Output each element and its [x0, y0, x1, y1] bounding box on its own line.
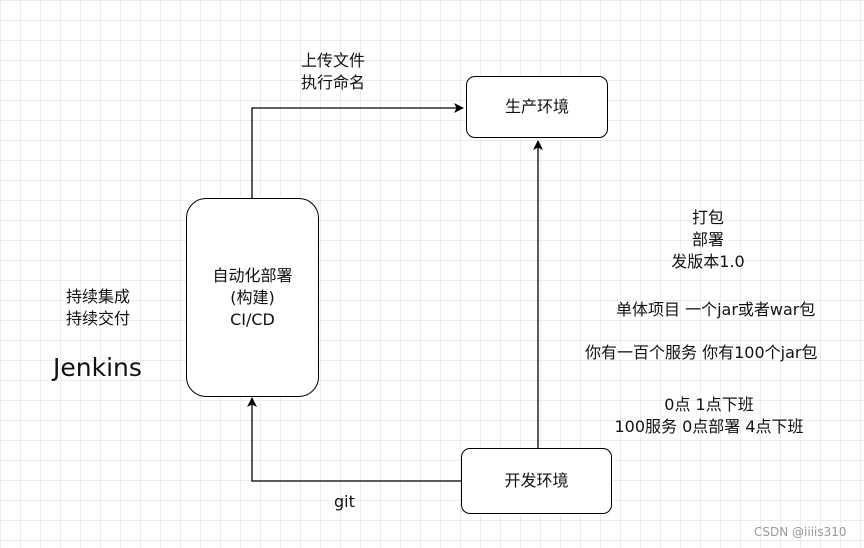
pack-deploy-notes: 打包 部署 发版本1.0 [660, 207, 756, 273]
services-note: 你有一百个服务 你有100个jar包 [585, 343, 818, 362]
execute-command-text: 执行命名 [301, 73, 366, 92]
jenkins-label: Jenkins [53, 353, 142, 382]
monolith-note: 单体项目 一个jar或者war包 [616, 300, 816, 319]
pack-text: 打包 [691, 208, 724, 227]
csdn-watermark: CSDN @iiiis310 [754, 525, 847, 539]
continuous-delivery-text: 持续交付 [66, 309, 131, 328]
production-environment-label: 生产环境 [504, 97, 569, 116]
development-environment-label: 开发环境 [504, 471, 569, 490]
release-version-text: 发版本1.0 [671, 252, 745, 271]
upload-edge-label: 上传文件 执行命名 [301, 50, 365, 94]
deploy-text: 部署 [691, 230, 724, 249]
continuous-notes: 持续集成 持续交付 [66, 286, 130, 330]
automation-build-label: (构建) [230, 287, 275, 307]
git-edge-label: git [334, 492, 355, 511]
production-environment-node[interactable]: 生产环境 [466, 76, 608, 138]
arrow-development-to-automation [247, 397, 462, 482]
development-environment-node[interactable]: 开发环境 [461, 448, 612, 514]
time-notes: 0点 1点下班 100服务 0点部署 4点下班 [604, 394, 814, 438]
automation-deploy-label: 自动化部署 [212, 265, 293, 285]
upload-file-text: 上传文件 [301, 51, 366, 70]
arrow-automation-to-production [251, 103, 464, 198]
time-note-line-1: 0点 1点下班 [664, 395, 754, 414]
automation-deploy-node[interactable]: 自动化部署 (构建) CI/CD [186, 198, 319, 397]
automation-cicd-label: CI/CD [230, 309, 275, 329]
time-note-line-2: 100服务 0点部署 4点下班 [614, 417, 804, 436]
continuous-integration-text: 持续集成 [66, 287, 131, 306]
